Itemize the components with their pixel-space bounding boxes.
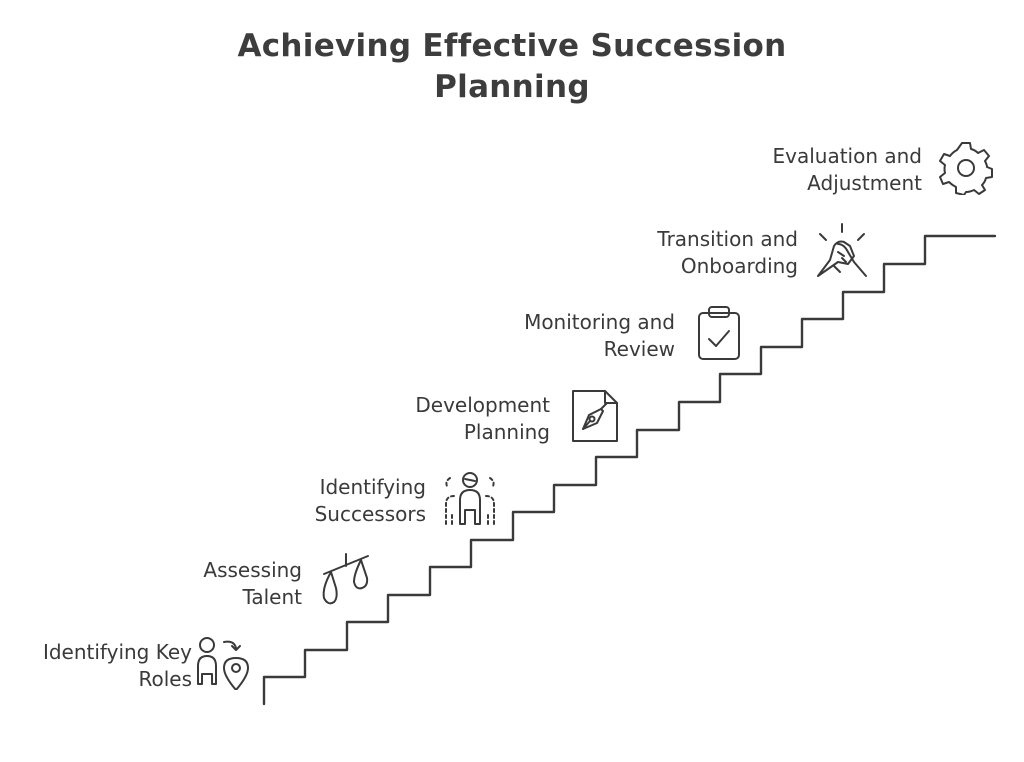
- person-group-icon: [442, 470, 498, 526]
- step-label-transition-and-onboarding: Transition and Onboarding: [657, 227, 798, 278]
- step-label-assessing-talent: Assessing Talent: [203, 558, 302, 609]
- pen-document-icon: [567, 387, 623, 443]
- gear-icon: [938, 139, 994, 195]
- step-label-monitoring-and-review: Monitoring and Review: [524, 310, 675, 361]
- scales-icon: [318, 552, 374, 608]
- step-label-development-planning: Development Planning: [415, 393, 550, 444]
- title-line-1: Achieving Effective Succession: [237, 28, 787, 64]
- handshake-icon: [814, 222, 870, 278]
- staircase-line: [262, 234, 997, 706]
- diagram-title: Achieving Effective Succession Planning: [0, 26, 1024, 108]
- title-line-2: Planning: [434, 69, 590, 105]
- clipboard-check-icon: [691, 305, 747, 361]
- step-label-evaluation-and-adjustment: Evaluation and Adjustment: [772, 144, 922, 195]
- people-location-icon: [194, 634, 250, 690]
- step-label-identifying-key-roles: Identifying Key Roles: [42, 640, 192, 691]
- step-label-identifying-successors: Identifying Successors: [314, 475, 426, 526]
